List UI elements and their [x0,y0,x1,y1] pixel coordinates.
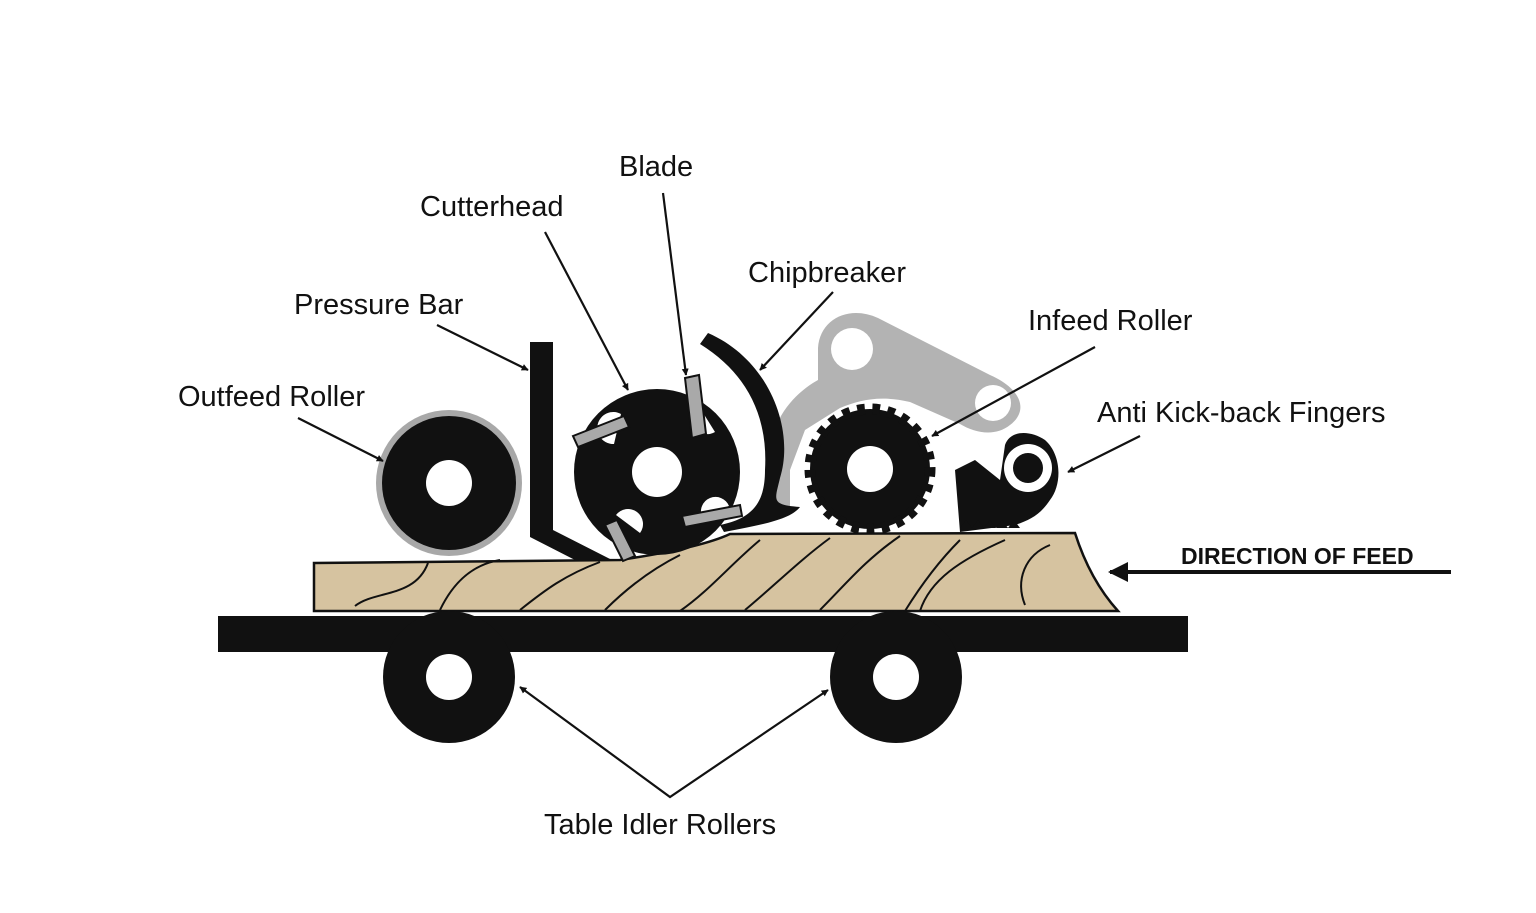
arrow-cutterhead [544,231,629,391]
label-outfeed-roller: Outfeed Roller [178,381,365,413]
cutterhead [574,389,740,555]
planer-table [218,616,1188,652]
arrow-pressure-bar [436,324,529,371]
arrow-outfeed-roller [297,417,384,462]
outfeed-roller [376,410,522,556]
anti-kickback-fingers [955,433,1059,532]
leader-arrows [297,192,1451,799]
label-pressure-bar: Pressure Bar [294,289,464,321]
arrow-chipbreaker [759,291,834,371]
label-chipbreaker: Chipbreaker [748,257,906,289]
blade [571,373,744,563]
pressure-bar [530,342,612,560]
chipbreaker-shoe [700,333,800,532]
label-cutterhead: Cutterhead [420,191,564,223]
arrow-anti-kickback [1067,435,1141,473]
label-infeed-roller: Infeed Roller [1028,305,1193,337]
label-table-idler-rollers: Table Idler Rollers [544,809,776,841]
arrow-table-idler [519,686,829,799]
label-anti-kickback-fingers: Anti Kick-back Fingers [1097,397,1386,429]
label-blade: Blade [619,151,693,183]
idler-roller-right [830,611,962,743]
idler-roller-left [383,611,515,743]
label-direction-of-feed: DIRECTION OF FEED [1181,543,1414,569]
infeed-roller [804,403,936,535]
arrow-blade [661,192,689,376]
arrow-infeed-roller [931,346,1096,437]
